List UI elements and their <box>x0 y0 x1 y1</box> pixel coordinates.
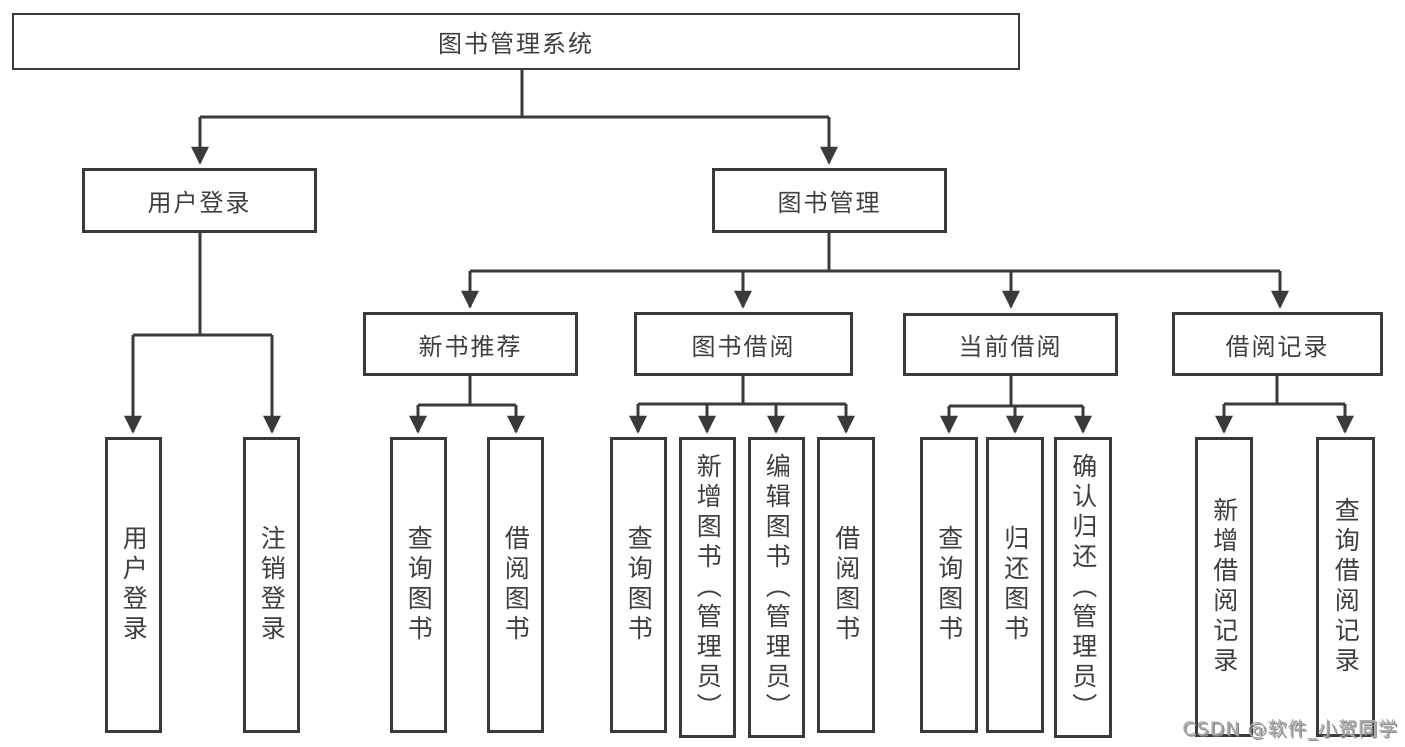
node-leaf-logout: 注销登录 <box>243 437 300 733</box>
csdn-watermark: CSDN @软件_小贺同学 <box>1182 718 1398 740</box>
node-user-login: 用户登录 <box>82 168 317 233</box>
node-leaf-recommend-query-book: 查询图书 <box>390 437 447 733</box>
node-leaf-current-confirm-return-admin: 确认归还（管理员） <box>1054 437 1112 738</box>
node-leaf-current-query-book: 查询图书 <box>920 437 978 733</box>
node-leaf-records-add-borrow-record: 新增借阅记录 <box>1195 437 1253 737</box>
node-book-management: 图书管理 <box>712 168 947 233</box>
node-leaf-user-login: 用户登录 <box>105 437 162 733</box>
node-library-management-system: 图书管理系统 <box>12 13 1020 70</box>
node-new-book-recommendation: 新书推荐 <box>363 312 578 376</box>
node-book-borrowing: 图书借阅 <box>634 312 853 376</box>
node-leaf-recommend-borrow-book: 借阅图书 <box>487 437 544 733</box>
node-leaf-borrowing-edit-book-admin: 编辑图书（管理员） <box>748 437 805 738</box>
node-leaf-borrowing-query-book: 查询图书 <box>610 437 667 733</box>
node-leaf-borrowing-borrow-book: 借阅图书 <box>817 437 875 733</box>
node-leaf-borrowing-add-book-admin: 新增图书（管理员） <box>679 437 736 738</box>
node-leaf-records-query-borrow-record: 查询借阅记录 <box>1316 437 1375 737</box>
node-leaf-current-return-book: 归还图书 <box>986 437 1044 733</box>
node-current-borrowing: 当前借阅 <box>903 313 1118 376</box>
node-borrowing-records: 借阅记录 <box>1172 312 1383 376</box>
